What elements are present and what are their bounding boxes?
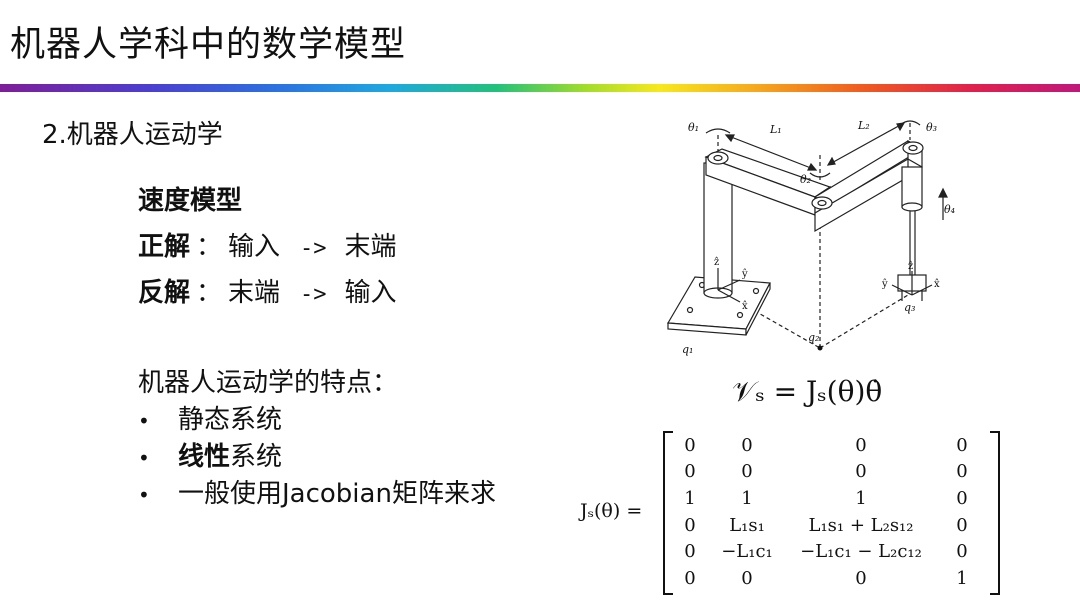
label-q1: q₁ [682,343,693,356]
matrix-cell: 0 [741,434,753,456]
label-theta2: θ₂ [800,173,811,186]
list-item: • 线性系统 [138,439,496,476]
matrix-cell: 0 [684,567,696,589]
matrix-cell: 1 [684,487,696,509]
forward-label: 正解 [138,232,191,262]
inverse-arrow: -> [300,282,327,307]
label-x-hat-tool: x̂ [934,279,940,290]
page-title: 机器人学科中的数学模型 [10,25,407,65]
forward-arrow: -> [300,236,327,261]
matrix-cell: 0 [684,461,696,483]
bullet-icon: • [138,483,150,507]
label-y-hat-tool: ŷ [881,279,888,290]
matrix-cell: 1 [741,487,753,509]
matrix-cell: 0 [956,434,968,456]
item-text: 一般使用Jacobian矩阵来求 [178,479,496,509]
velocity-model-title: 速度模型 [138,186,243,216]
matrix-cell: −L₁c₁ − L₂c₁₂ [800,541,922,563]
matrix-row: 0 L₁s₁ L₁s₁ + L₂s₁₂ 0 [672,512,988,539]
label-q3: q₃ [904,301,915,314]
label-z-hat-base: ẑ [714,257,719,268]
matrix-cell: 0 [855,567,867,589]
features-title: 机器人运动学的特点： [138,368,399,398]
inverse-from: 末端 [228,278,281,308]
forward-to: 末端 [344,232,397,262]
matrix-right-bracket [990,431,1000,595]
label-L2: L₂ [857,119,870,132]
label-L1: L₁ [769,123,782,136]
matrix-row: 0 0 0 0 [672,459,988,486]
features-list: • 静态系统 • 线性系统 • 一般使用Jacobian矩阵来求 [138,402,496,513]
label-theta4: θ₄ [944,203,955,216]
matrix-cell: 0 [684,514,696,536]
forward-solution-line: 正解：输入 -> 末端 [138,226,397,263]
item-text: 静态系统 [178,405,283,435]
inverse-to: 输入 [344,278,397,308]
scara-robot-diagram: θ₁ L₁ θ₂ L₂ θ₃ θ₄ q₁ q₂ q₃ ẑ ŷ x̂ ẑ ŷ x̂ [666,119,955,356]
matrix-cell: 0 [956,514,968,536]
label-z-hat-tool: ẑ [908,261,913,272]
matrix-row: 0 −L₁c₁ −L₁c₁ − L₂c₁₂ 0 [672,538,988,565]
item-text: 系统 [230,442,283,472]
forward-from: 输入 [228,232,281,262]
matrix-row: 0 0 0 0 [672,432,988,459]
matrix-cell: 1 [855,487,867,509]
velocity-equation: 𝒱ₛ = Jₛ(θ)θ̇ [732,375,883,408]
matrix-row: 0 0 0 1 [672,565,988,592]
jacobian-lhs: Jₛ(θ) = [580,500,643,522]
matrix-cell: 0 [956,541,968,563]
matrix-cell: L₁s₁ [729,514,765,536]
item-bold-text: 线性 [178,442,231,472]
label-y-hat-base: ŷ [741,269,748,280]
matrix-cell: 0 [855,434,867,456]
rainbow-divider [0,84,1080,92]
inverse-separator: ： [196,278,223,308]
label-theta1: θ₁ [688,121,699,134]
matrix-row: 1 1 1 0 [672,485,988,512]
matrix-cell: 1 [956,567,968,589]
inverse-label: 反解 [138,278,191,308]
bullet-icon: • [138,446,150,470]
matrix-cell: 0 [684,541,696,563]
matrix-cell: 0 [741,567,753,589]
forward-separator: ： [196,232,223,262]
matrix-left-bracket [663,431,673,595]
jacobian-matrix: 0 0 0 0 0 0 0 0 1 1 1 0 0 L₁s₁ L₁s₁ + L₂… [672,432,988,592]
list-item: • 静态系统 [138,402,496,439]
section-heading: 2.机器人运动学 [42,120,223,150]
list-item: • 一般使用Jacobian矩阵来求 [138,476,496,513]
matrix-cell: 0 [741,461,753,483]
matrix-cell: 0 [956,461,968,483]
label-theta3: θ₃ [926,121,937,134]
label-q2: q₂ [808,331,819,344]
matrix-cell: 0 [855,461,867,483]
bullet-icon: • [138,409,150,433]
matrix-cell: L₁s₁ + L₂s₁₂ [808,514,914,536]
matrix-cell: −L₁c₁ [721,541,773,563]
matrix-cell: 0 [956,487,968,509]
inverse-solution-line: 反解：末端 -> 输入 [138,272,397,309]
label-x-hat-base: x̂ [742,301,748,312]
matrix-cell: 0 [684,434,696,456]
